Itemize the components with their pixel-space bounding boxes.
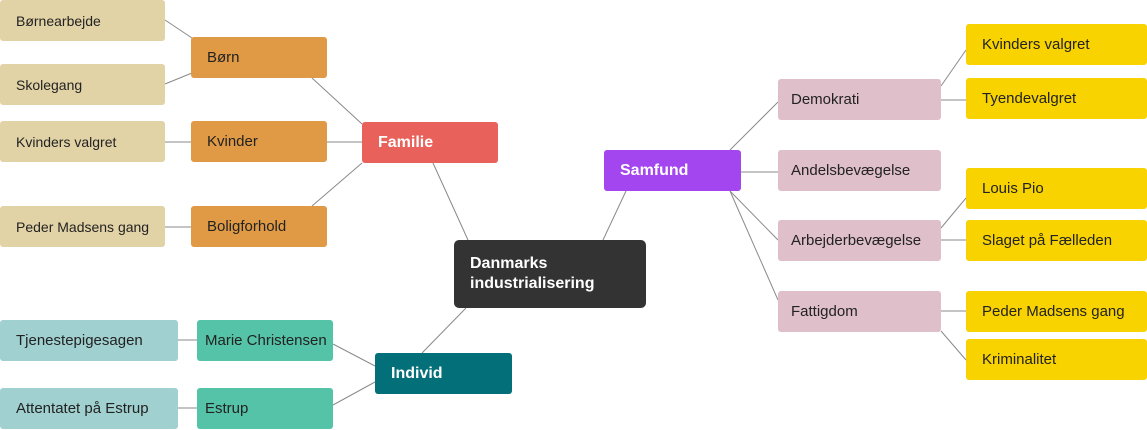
link-familie-born: [311, 77, 363, 125]
skolegang-node[interactable]: Skolegang: [0, 64, 165, 105]
familie-peder-madsens-gang-node[interactable]: Peder Madsens gang: [0, 206, 165, 247]
tjenestepigesagen-node[interactable]: Tjenestepigesagen: [0, 320, 178, 361]
link-demokrati-kvinders-valgret: [940, 49, 967, 87]
individ-node[interactable]: Individ: [375, 353, 512, 394]
center-label: Danmarks industrialisering: [470, 255, 595, 292]
link-born-bornearbejde: [164, 19, 193, 39]
bornearbejde-node[interactable]: Børnearbejde: [0, 0, 165, 41]
familie-node[interactable]: Familie: [362, 122, 498, 163]
fattigdom-node[interactable]: Fattigdom: [778, 291, 941, 332]
link-center-familie: [432, 162, 469, 241]
arbejderbevaegelse-node[interactable]: Arbejderbevægelse: [778, 220, 941, 261]
samfund-peder-madsens-gang-node[interactable]: Peder Madsens gang: [966, 291, 1147, 332]
link-center-samfund: [602, 190, 627, 241]
marie-christensen-node[interactable]: Marie Christensen: [197, 320, 333, 361]
link-fattigdom-kriminalitet: [940, 330, 967, 361]
attentatet-pa-estrup-node[interactable]: Attentatet på Estrup: [0, 388, 178, 429]
tyendevalgret-node[interactable]: Tyendevalgret: [966, 78, 1147, 119]
link-center-individ: [421, 307, 467, 354]
kriminalitet-node[interactable]: Kriminalitet: [966, 339, 1147, 380]
demokrati-node[interactable]: Demokrati: [778, 79, 941, 120]
samfund-kvinders-valgret-node[interactable]: Kvinders valgret: [966, 24, 1147, 65]
slaget-pa-faelleden-node[interactable]: Slaget på Fælleden: [966, 220, 1147, 261]
estrup-node[interactable]: Estrup: [197, 388, 333, 429]
boligforhold-node[interactable]: Boligforhold: [191, 206, 327, 247]
louis-pio-node[interactable]: Louis Pio: [966, 168, 1147, 209]
link-individ-marie: [332, 343, 376, 367]
link-arbejder-louis-pio: [940, 197, 967, 229]
link-born-skolegang: [164, 72, 193, 85]
samfund-node[interactable]: Samfund: [604, 150, 741, 191]
link-individ-estrup: [332, 381, 376, 406]
link-samfund-demokrati: [729, 101, 779, 151]
kvinder-node[interactable]: Kvinder: [191, 121, 327, 162]
center-node[interactable]: Danmarks industrialisering: [454, 240, 646, 308]
born-node[interactable]: Børn: [191, 37, 327, 78]
andelsbevaegelse-node[interactable]: Andelsbevægelse: [778, 150, 941, 191]
link-samfund-fattigdom: [729, 190, 779, 301]
link-samfund-arbejderbevaegelse: [729, 190, 779, 241]
familie-kvinders-valgret-node[interactable]: Kvinders valgret: [0, 121, 165, 162]
link-familie-boligforhold: [311, 162, 363, 207]
